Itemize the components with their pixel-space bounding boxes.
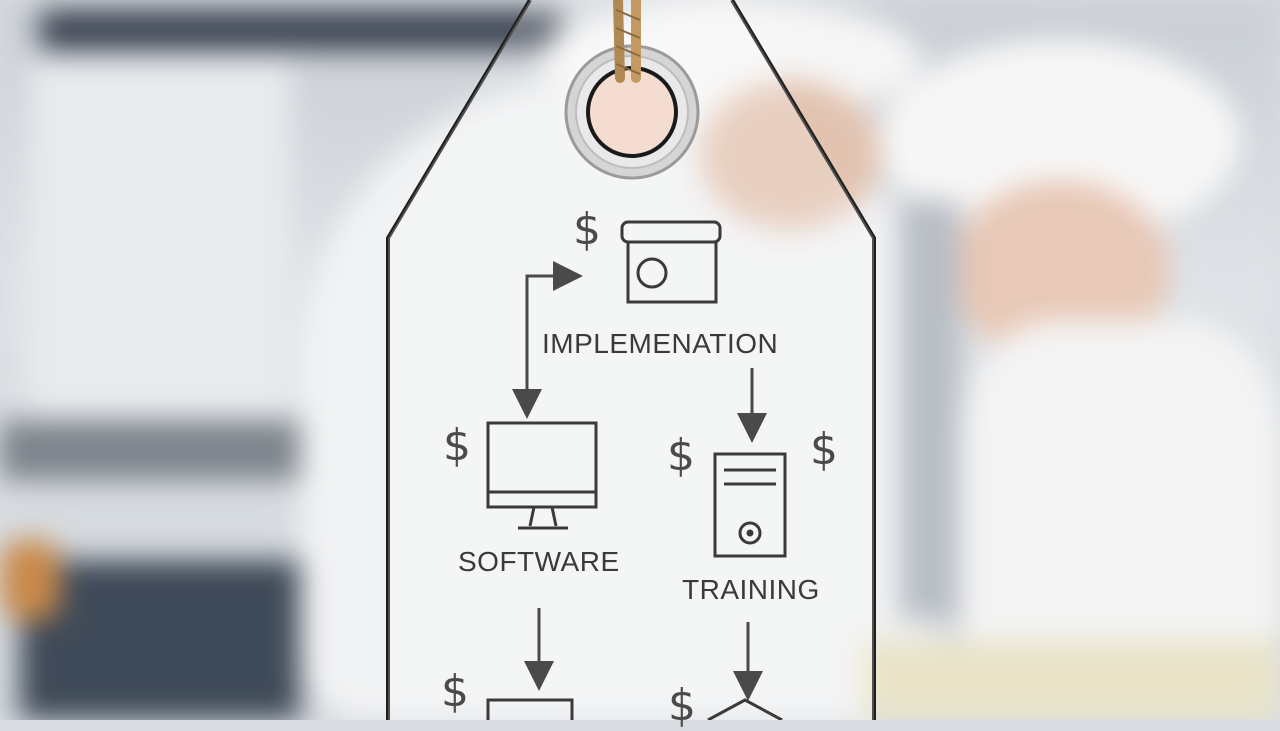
tag-grommet — [564, 44, 700, 180]
dollar-icon: $ — [667, 430, 695, 481]
price-tag-fill — [388, 0, 874, 720]
box-icon — [486, 698, 574, 720]
label-training: TRAINING — [682, 574, 820, 605]
dollar-icon: $ — [443, 420, 471, 471]
dollar-icon: $ — [573, 204, 601, 255]
dollar-icon: $ — [668, 680, 696, 731]
dollar-icon: $ — [810, 424, 838, 475]
price-tag-shape — [386, 0, 876, 720]
camera-icon — [620, 220, 722, 304]
house-icon — [707, 698, 783, 720]
label-software: SOFTWARE — [458, 546, 620, 577]
dollar-icon: $ — [441, 666, 469, 717]
label-implementation: IMPLEMENATION — [542, 328, 779, 359]
monitor-icon — [486, 421, 598, 530]
twine-string — [613, 0, 641, 83]
server-icon — [713, 452, 787, 558]
